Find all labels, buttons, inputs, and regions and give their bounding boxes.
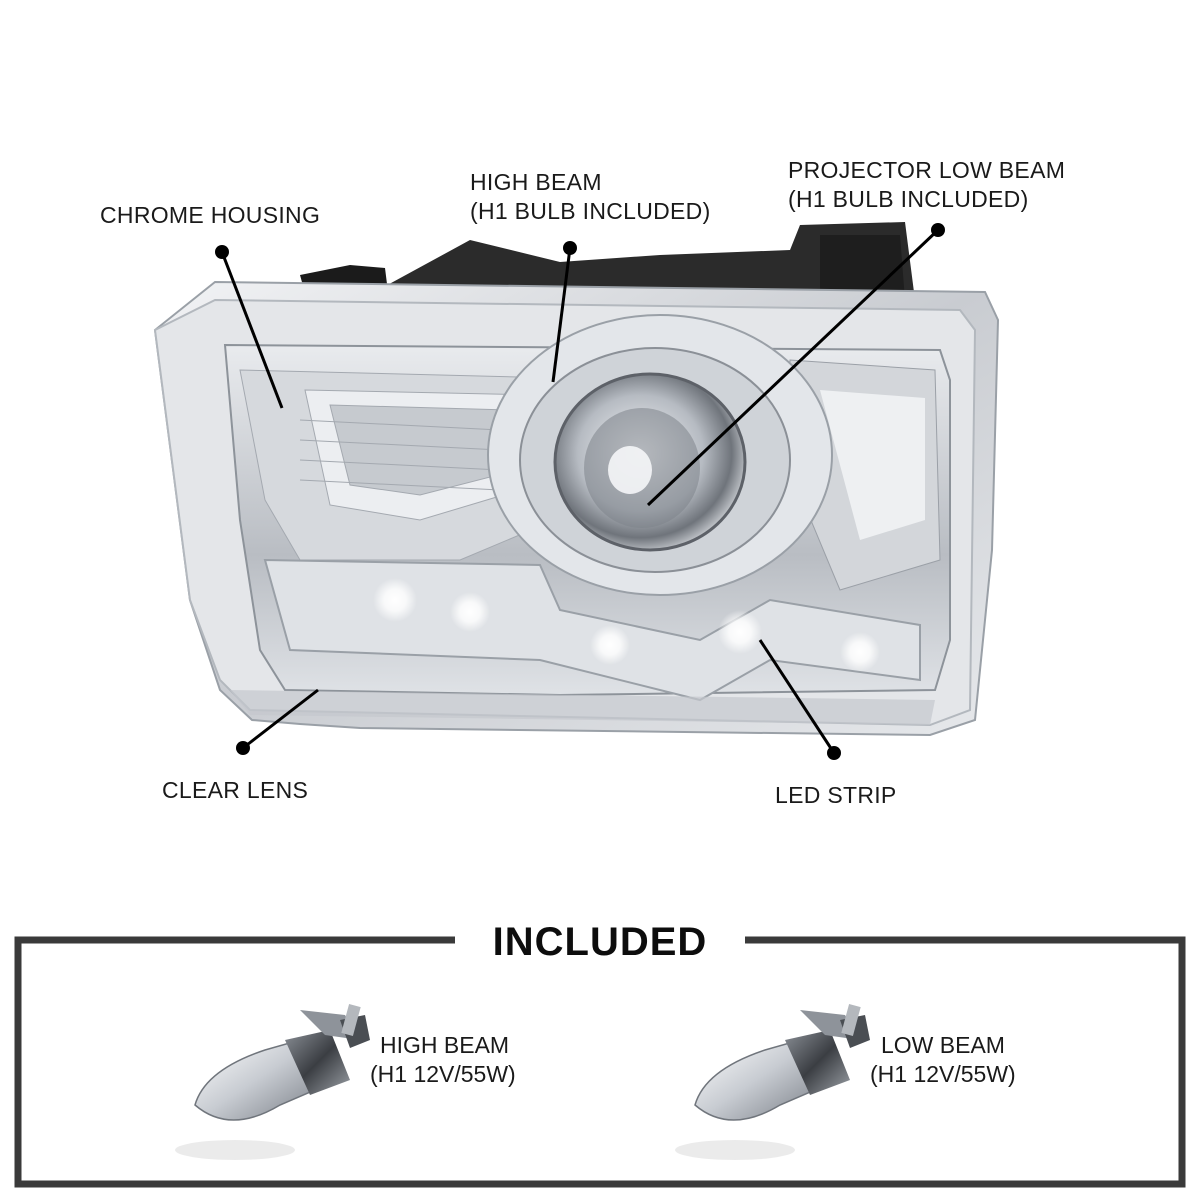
high-beam-subtitle: (H1 BULB INCLUDED) (470, 198, 711, 224)
high-beam-dot (563, 241, 577, 255)
included-title: INCLUDED (460, 918, 740, 966)
projector-subtitle: (H1 BULB INCLUDED) (788, 186, 1029, 212)
included-high-beam-spec: (H1 12V/55W) (370, 1061, 516, 1087)
high-beam-reflector (239, 369, 561, 561)
clear-lens-label: CLEAR LENS (162, 776, 308, 805)
projector-dot (931, 223, 945, 237)
included-item-high-beam: HIGH BEAM (H1 12V/55W) (370, 1031, 516, 1089)
included-high-beam-name: HIGH BEAM (380, 1032, 510, 1058)
projector-low-beam (487, 314, 833, 596)
chrome-housing-dot (215, 245, 229, 259)
led-strip (263, 558, 921, 702)
led-strip-text: LED STRIP (775, 782, 897, 808)
clear-lens-dot (236, 741, 250, 755)
clear-lens-text: CLEAR LENS (162, 777, 309, 803)
led-strip-dot (827, 746, 841, 760)
included-item-low-beam: LOW BEAM (H1 12V/55W) (870, 1031, 1016, 1089)
high-beam-title: HIGH BEAM (470, 169, 602, 195)
included-low-beam-name: LOW BEAM (881, 1032, 1005, 1058)
low-beam-bulb-image (675, 1003, 870, 1160)
included-low-beam-spec: (H1 12V/55W) (870, 1061, 1016, 1087)
projector-callout: PROJECTOR LOW BEAM (H1 BULB INCLUDED) (788, 156, 1065, 214)
high-beam-bulb-image (175, 1003, 370, 1160)
included-frame (14, 936, 1186, 1188)
projector-title: PROJECTOR LOW BEAM (788, 157, 1066, 183)
chrome-housing-label: CHROME HOUSING (100, 201, 320, 230)
led-strip-label: LED STRIP (775, 781, 897, 810)
chrome-housing-text: CHROME HOUSING (100, 202, 321, 228)
headlight (153, 222, 1000, 737)
callout-lines (215, 223, 945, 760)
high-beam-callout: HIGH BEAM (H1 BULB INCLUDED) (470, 168, 711, 226)
